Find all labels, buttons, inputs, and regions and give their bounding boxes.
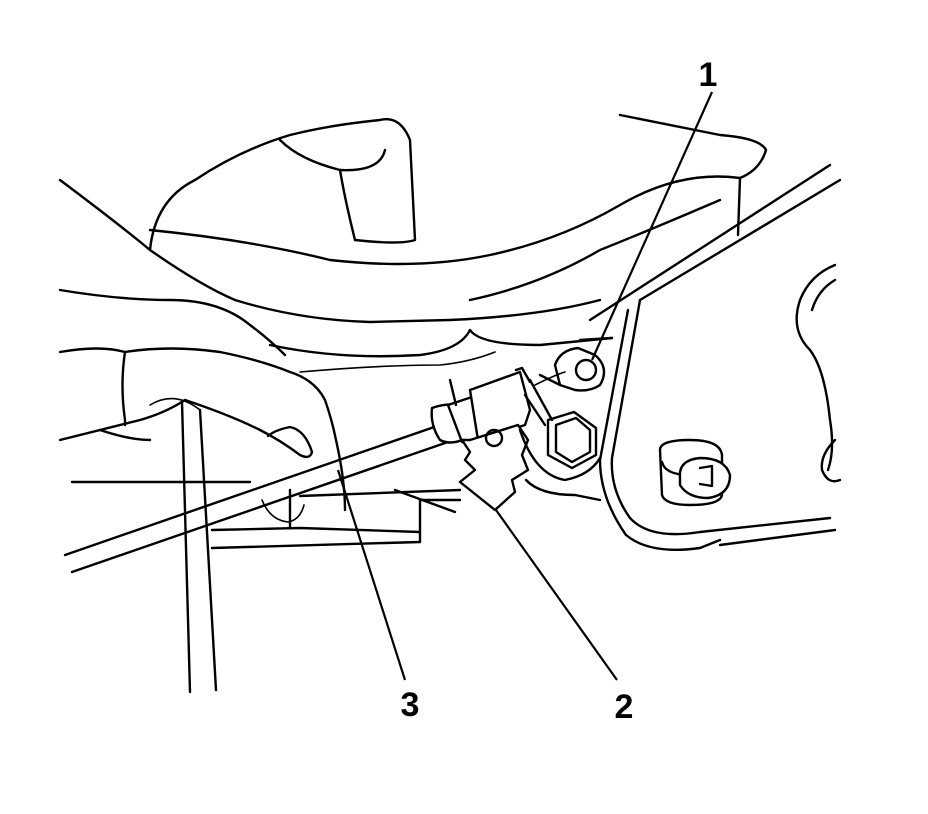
equalizer-bracket bbox=[458, 423, 602, 512]
callout-2: 2 bbox=[615, 688, 634, 726]
callout-3: 3 bbox=[401, 686, 420, 724]
pivot-stud bbox=[658, 438, 732, 507]
upper-hand bbox=[58, 113, 768, 373]
right-pivot-plate bbox=[578, 163, 842, 551]
lower-hand bbox=[58, 288, 347, 512]
frame-post bbox=[149, 397, 218, 694]
hex-nut bbox=[523, 373, 598, 470]
brake-cable bbox=[63, 423, 450, 574]
callout-1: 1 bbox=[699, 56, 718, 94]
leader-line-1 bbox=[590, 91, 714, 361]
leader-line-3 bbox=[336, 469, 407, 681]
leader-line-2 bbox=[495, 509, 618, 681]
lower-bracket bbox=[70, 480, 462, 550]
leader-lines bbox=[336, 91, 714, 681]
